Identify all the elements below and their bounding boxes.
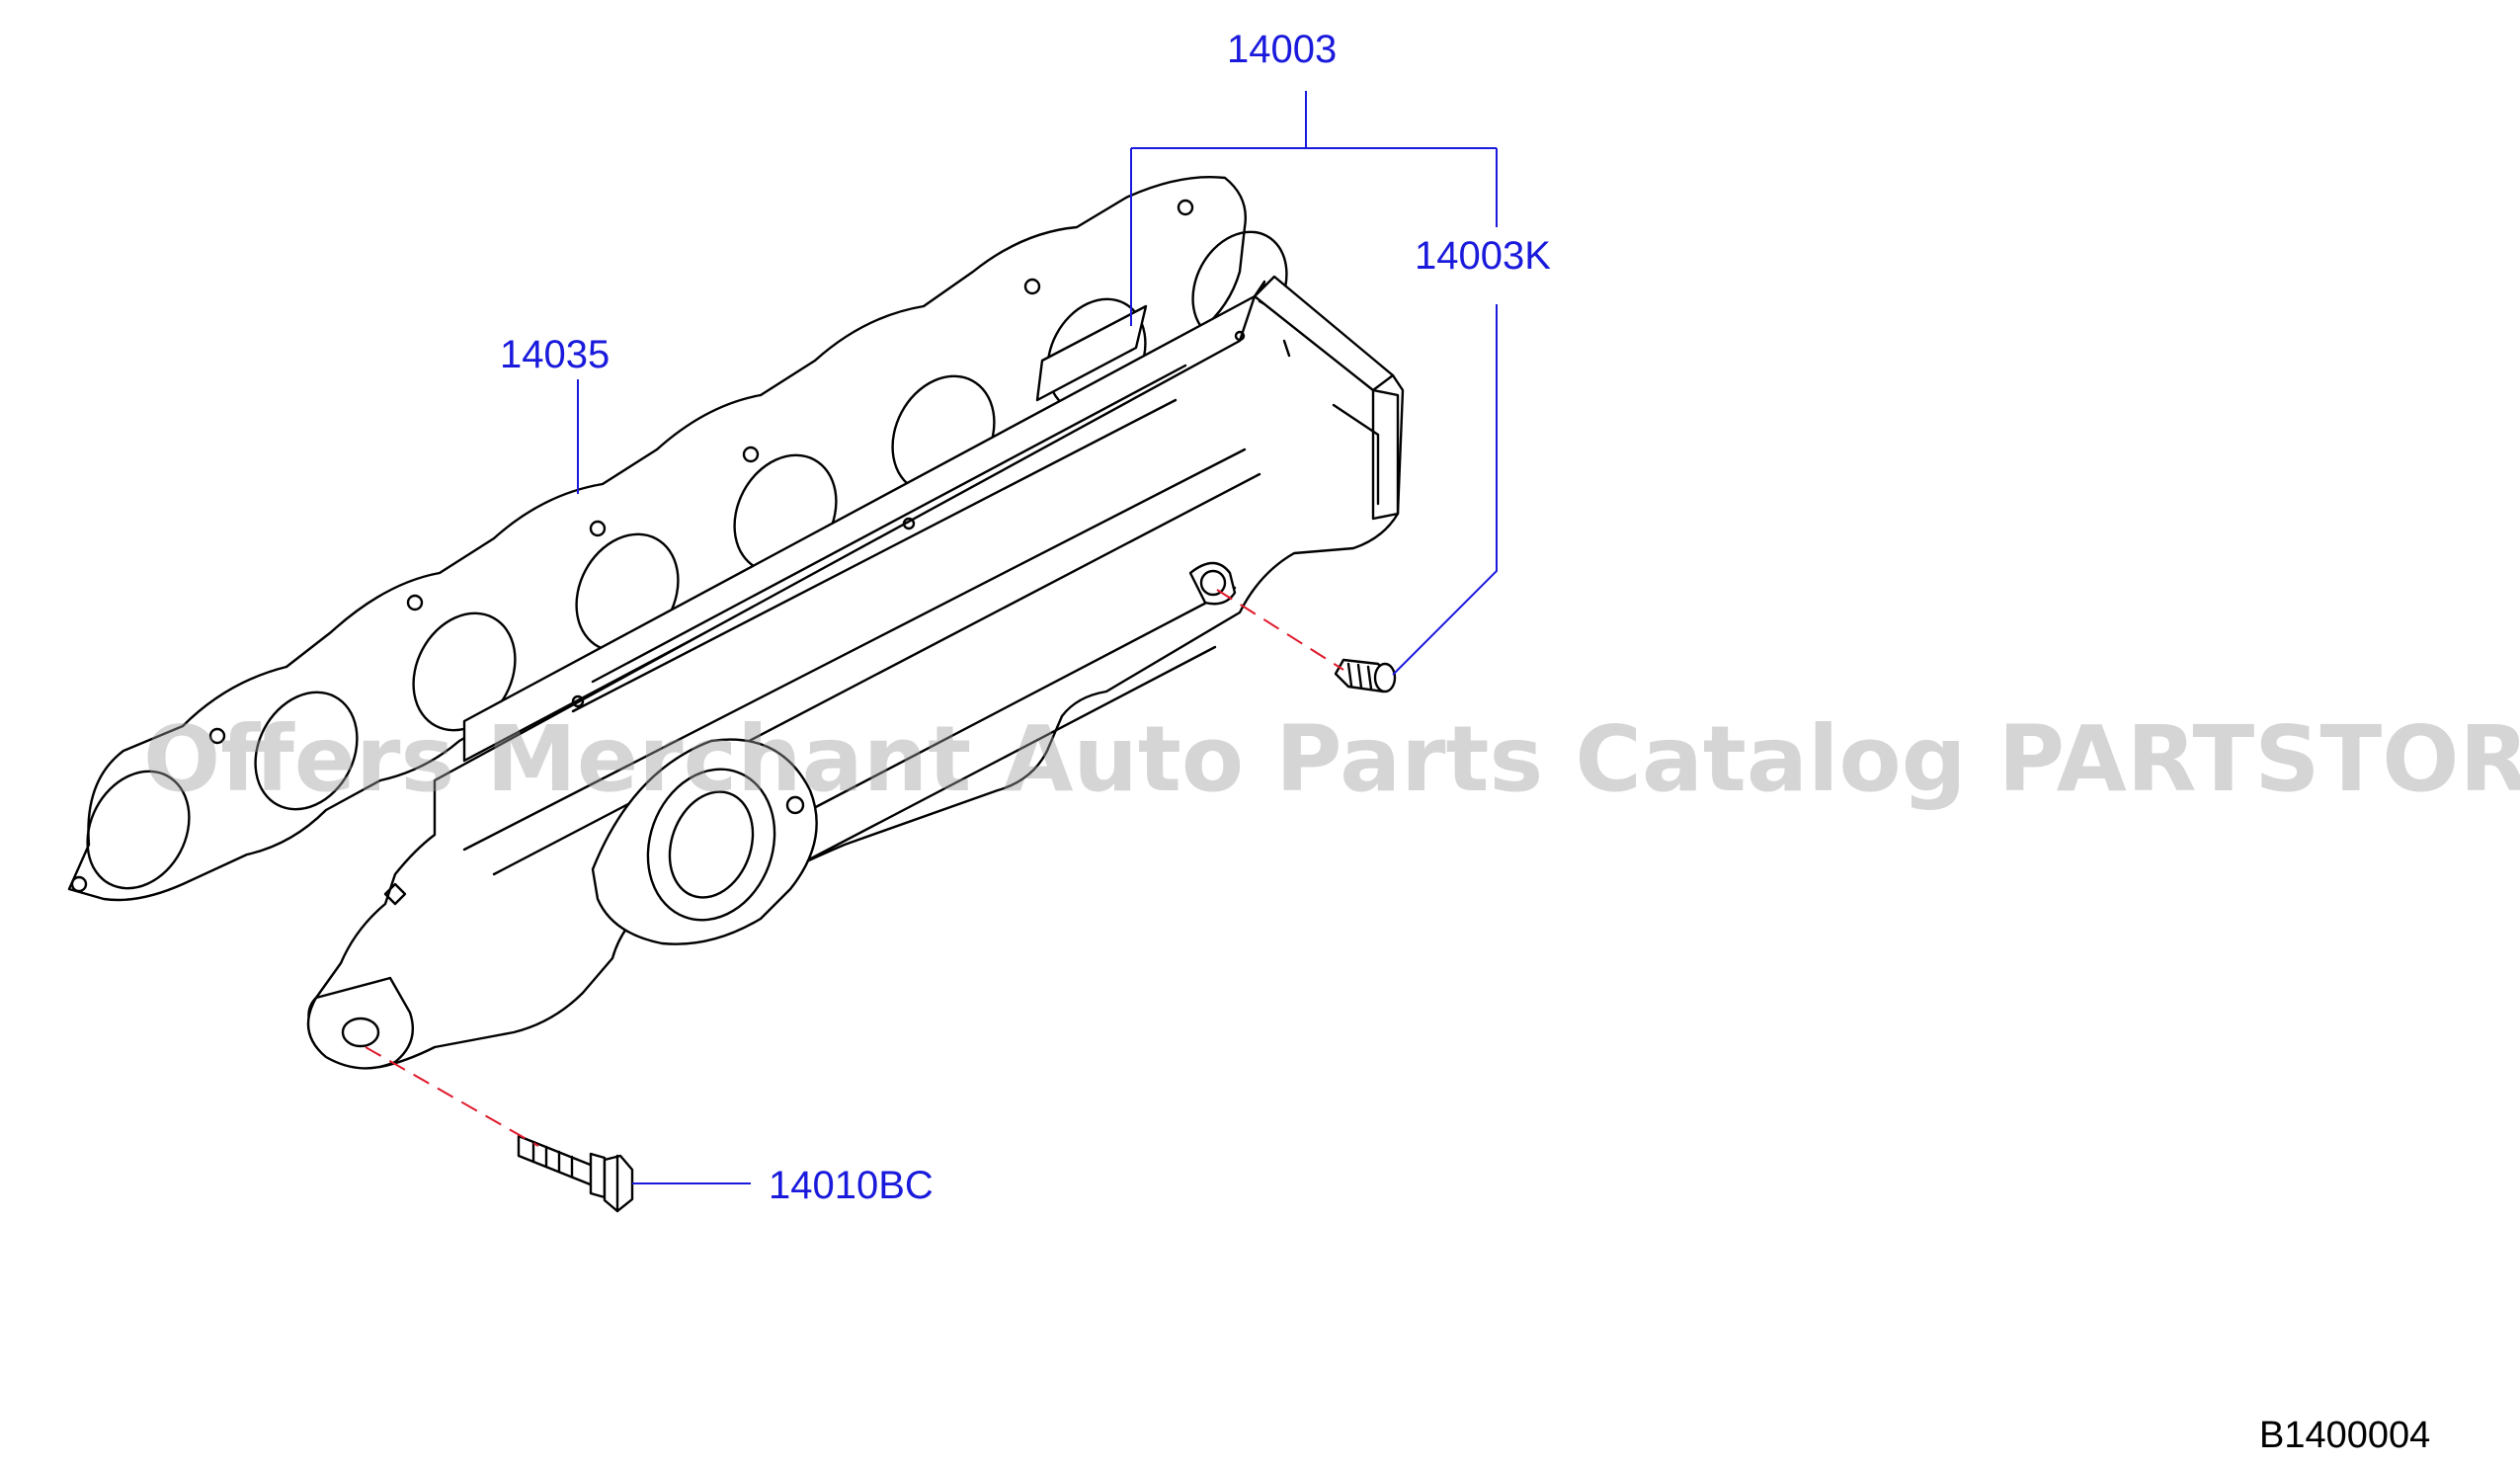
callout-stud[interactable]: 14003K <box>1415 234 1551 278</box>
bolt-guide-line <box>365 1046 539 1147</box>
callout-bolt[interactable]: 14010BC <box>769 1164 934 1207</box>
manifold-stud[interactable] <box>1334 658 1397 693</box>
stud-guide-line <box>1216 589 1344 671</box>
manifold-bolt[interactable] <box>517 1134 634 1213</box>
exhaust-manifold[interactable] <box>306 275 1405 1070</box>
figure-reference: B1400004 <box>2259 1415 2430 1456</box>
leader-stud <box>1392 304 1498 676</box>
leader-manifold <box>1130 91 1498 326</box>
watermark-text: Offers Merchant Auto Parts Catalog PARTS… <box>143 706 2520 812</box>
callout-gasket[interactable]: 14035 <box>500 333 610 376</box>
callout-manifold[interactable]: 14003 <box>1227 28 1337 71</box>
